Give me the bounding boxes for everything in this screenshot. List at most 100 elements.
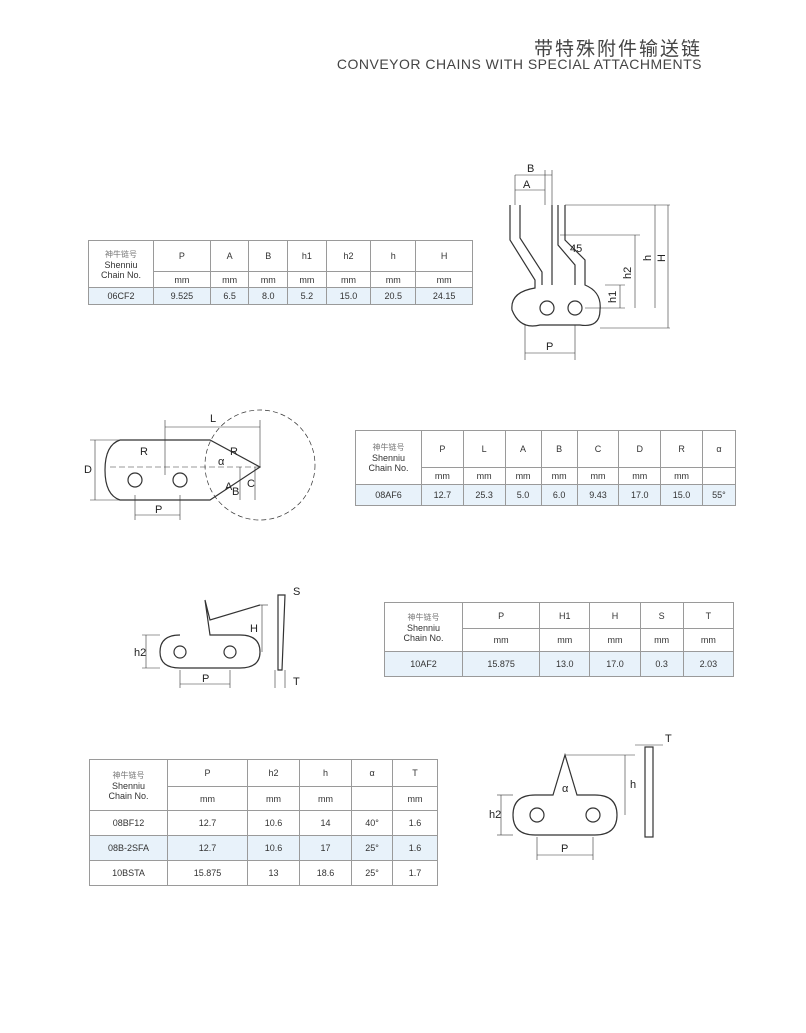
value-cell: 1.7 [392, 860, 438, 886]
dim-label-P: P [155, 504, 162, 516]
value-cell: 1.6 [392, 835, 438, 861]
unit-cell: mm [287, 271, 327, 288]
unit-cell: mm [166, 786, 249, 811]
chain-no-cell: 06CF2 [88, 287, 154, 305]
dim-label-h2: h2 [622, 267, 634, 279]
dim-label-h: h [630, 779, 636, 791]
value-cell: 14 [299, 810, 353, 836]
value-cell: 12.7 [166, 835, 249, 861]
column-header: L [462, 430, 506, 468]
column-header: H [589, 602, 641, 629]
value-cell: 12.7 [166, 810, 249, 836]
value-cell: 18.6 [299, 860, 353, 886]
value-cell: 20.5 [370, 287, 417, 305]
unit-cell: mm [421, 467, 464, 485]
value-cell: 0.3 [639, 651, 684, 677]
value-cell: 17.0 [589, 651, 641, 677]
dim-label-P: P [202, 673, 209, 685]
unit-cell: mm [299, 786, 353, 811]
dim-label-P: P [561, 843, 568, 855]
value-cell: 12.7 [421, 484, 464, 506]
dim-label-R-right: R [230, 446, 238, 458]
column-header: P [153, 240, 211, 272]
column-header: C [576, 430, 620, 468]
dim-label-S: S [293, 586, 300, 598]
value-cell: 24.15 [415, 287, 473, 305]
unit-cell: mm [504, 467, 542, 485]
page-title-cn: 带特殊附件输送链 [533, 39, 702, 60]
diagram-08af6: L R R α D A B C P [84, 409, 316, 521]
column-header: H [415, 240, 473, 272]
dim-label-R-left: R [140, 446, 148, 458]
value-cell: 6.5 [209, 287, 250, 305]
column-header: T [682, 602, 735, 629]
diagram-bf-series: T h h2 α P [489, 733, 672, 860]
value-cell: 17 [299, 835, 353, 861]
value-cell: 13.0 [539, 651, 591, 677]
value-cell: 15.875 [461, 651, 541, 677]
dim-label-B: B [232, 486, 239, 498]
unit-cell: mm [462, 467, 506, 485]
dim-label-L: L [210, 413, 216, 425]
dim-label-H: H [250, 623, 258, 635]
column-header: T [392, 759, 438, 787]
chain-no-cell: 10AF2 [384, 651, 463, 677]
dim-label-P: P [546, 341, 553, 353]
unit-cell: mm [576, 467, 620, 485]
column-header: A [209, 240, 250, 272]
value-cell: 15.0 [325, 287, 372, 305]
dim-label-h2: h2 [134, 647, 146, 659]
value-cell: 55° [701, 484, 737, 506]
unit-cell: mm [618, 467, 662, 485]
dim-label-h: h [642, 255, 654, 261]
chain-no-cell: 08BF12 [89, 810, 168, 836]
column-header: H1 [539, 602, 591, 629]
value-cell: 25° [351, 835, 394, 861]
column-header: B [540, 430, 578, 468]
column-header: R [660, 430, 703, 468]
value-cell: 5.0 [504, 484, 542, 506]
value-cell: 15.875 [166, 860, 249, 886]
column-header: D [618, 430, 662, 468]
unit-cell: mm [660, 467, 703, 485]
unit-cell [351, 786, 394, 811]
unit-cell: mm [370, 271, 417, 288]
value-cell: 15.0 [660, 484, 703, 506]
column-header: h1 [287, 240, 327, 272]
dim-label-T: T [665, 733, 672, 745]
unit-cell: mm [209, 271, 250, 288]
chain-no-cell: 08AF6 [355, 484, 422, 506]
unit-cell: mm [682, 628, 735, 652]
unit-cell [701, 467, 737, 485]
value-cell: 6.0 [540, 484, 578, 506]
unit-cell: mm [153, 271, 211, 288]
unit-cell: mm [392, 786, 438, 811]
page-title-en: CONVEYOR CHAINS WITH SPECIAL ATTACHMENTS [336, 56, 702, 72]
column-header: h [299, 759, 353, 787]
dim-label-T: T [293, 676, 300, 688]
dim-label-alpha: α [562, 783, 569, 795]
unit-cell: mm [247, 786, 301, 811]
value-cell: 10.6 [247, 810, 301, 836]
dim-label-h1: h1 [607, 291, 619, 303]
value-cell: 13 [247, 860, 301, 886]
dim-label-H: H [656, 254, 668, 262]
value-cell: 10.6 [247, 835, 301, 861]
unit-cell: mm [461, 628, 541, 652]
column-header: P [166, 759, 249, 787]
unit-cell: mm [589, 628, 641, 652]
column-header: P [461, 602, 541, 629]
column-header: P [421, 430, 464, 468]
column-header: h2 [247, 759, 301, 787]
